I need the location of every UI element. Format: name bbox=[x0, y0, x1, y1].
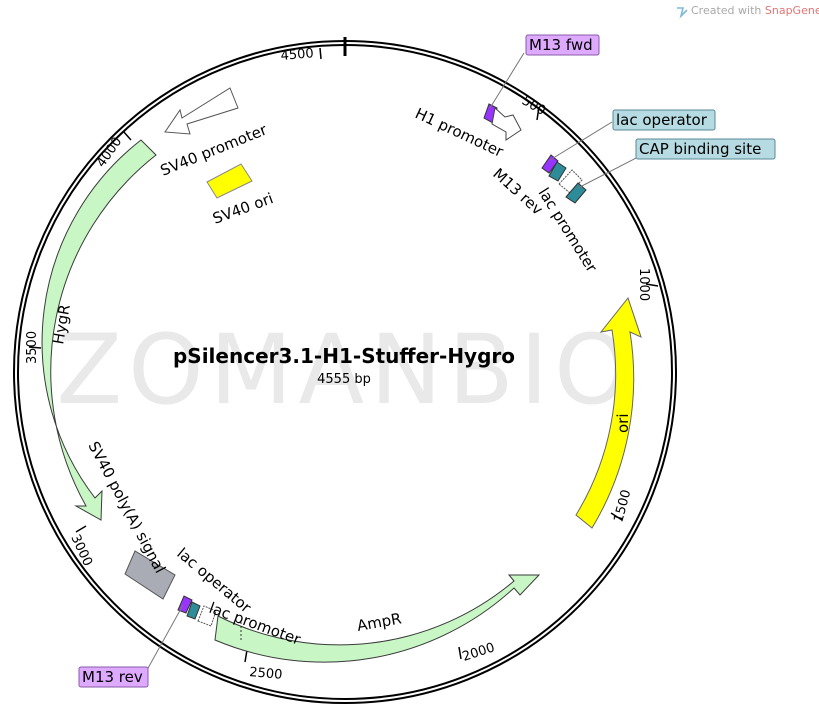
callout-leaders bbox=[146, 52, 641, 671]
feature-label-ampr: AmpR bbox=[356, 609, 403, 635]
feature-ori[interactable] bbox=[575, 296, 642, 529]
credit-brand: SnapGene bbox=[765, 4, 819, 17]
callout-m13-fwd[interactable]: M13 fwd bbox=[525, 34, 600, 56]
feature-sv40-promoter[interactable] bbox=[164, 87, 239, 135]
feature-lac-promoter-top[interactable] bbox=[558, 169, 583, 194]
watermark-text: ZOMANBIO bbox=[56, 314, 635, 426]
callout-label-cap-binding-site: CAP binding site bbox=[639, 140, 761, 158]
snapgene-credit: Created with SnapGene® bbox=[677, 1, 819, 19]
plasmid-size: 4555 bp bbox=[317, 372, 371, 387]
feature-sv40-ori[interactable] bbox=[206, 163, 253, 199]
tick-label-2000: 2000 bbox=[461, 640, 497, 664]
snapgene-logo-icon bbox=[677, 7, 688, 19]
feature-ampr[interactable] bbox=[214, 574, 541, 663]
callout-label-m13-fwd: M13 fwd bbox=[529, 36, 593, 54]
credit-prefix: Created with bbox=[691, 4, 765, 17]
tick-label-2500: 2500 bbox=[249, 665, 283, 683]
feature-lac-operator-top[interactable] bbox=[548, 161, 567, 182]
tick-label-1500: 1500 bbox=[611, 488, 634, 524]
tick-label-3500: 3500 bbox=[25, 331, 40, 364]
feature-label-ori: ori bbox=[614, 413, 632, 433]
feature-h1-promoter[interactable] bbox=[491, 107, 522, 141]
callout-m13-rev[interactable]: M13 rev bbox=[78, 666, 149, 688]
callout-label-m13-rev: M13 rev bbox=[82, 668, 143, 686]
feature-m13-rev-bottom-marker[interactable] bbox=[177, 595, 193, 614]
callout-label-lac-operator: lac operator bbox=[616, 111, 708, 129]
feature-sv40-polya[interactable] bbox=[124, 550, 176, 600]
feature-lac-promoter-bottom[interactable] bbox=[197, 605, 217, 627]
feature-cap-binding-site[interactable] bbox=[565, 182, 587, 204]
feature-hygr[interactable] bbox=[41, 139, 157, 521]
tick-label-1000: 1000 bbox=[636, 268, 651, 301]
tick-label-500: 500 bbox=[519, 93, 548, 118]
callout-lac-operator[interactable]: lac operator bbox=[612, 109, 716, 131]
plasmid-name: pSilencer3.1-H1-Stuffer-Hygro bbox=[173, 344, 515, 368]
callout-cap-binding-site[interactable]: CAP binding site bbox=[635, 138, 776, 160]
feature-lac-operator-bottom[interactable] bbox=[186, 601, 201, 620]
tick-label-4500: 4500 bbox=[280, 46, 314, 64]
tick-marks bbox=[28, 47, 659, 663]
svg-text:Created with SnapGene®: Created with SnapGene® bbox=[691, 1, 819, 17]
feature-m13-rev-top-marker[interactable] bbox=[541, 154, 559, 174]
